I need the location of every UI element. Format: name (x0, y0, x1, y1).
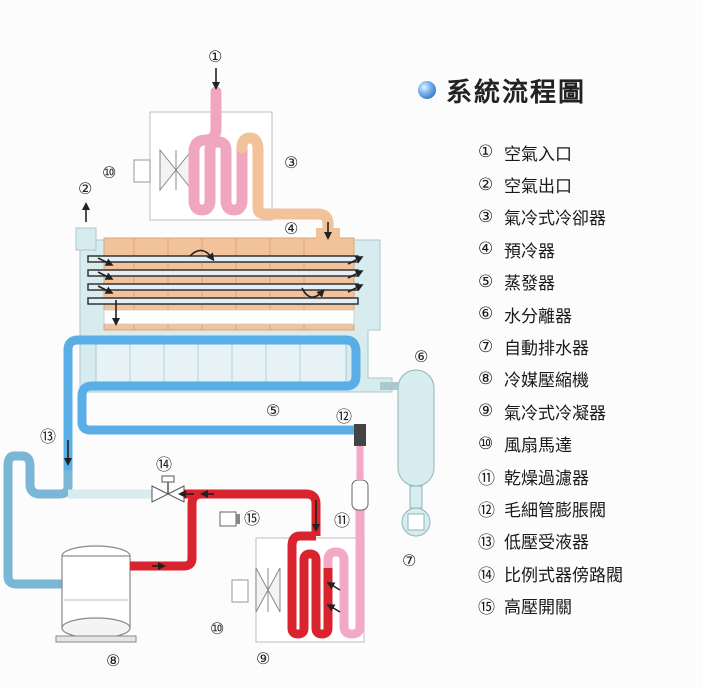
legend-item: ⑦ 自動排水器 (478, 330, 623, 362)
callout-9: ⑨ (256, 649, 270, 668)
component-legend: ① 空氣入口 ② 空氣出口 ③ 氣冷式冷卻器 ④ 預冷器 ⑤ 蒸發器 ⑥ 水分離器 ⑦ 自動排… (478, 136, 623, 622)
callout-13: ⑬ (40, 427, 56, 446)
legend-number: ⑭ (478, 565, 495, 586)
legend-item: ⑮ 高壓開關 (478, 589, 623, 621)
cooler-to-precooler-pipe (236, 132, 334, 244)
callout-labels: ① ② ③ ④ ⑤ ⑥ ⑦ ⑧ ⑨ ⑩ ⑩ ⑪ ⑫ ⑬ ⑭ ⑮ (40, 47, 428, 670)
legend-number: ⑧ (478, 368, 494, 389)
legend-item: ① 空氣入口 (478, 136, 623, 168)
legend-number: ⑪ (478, 468, 495, 489)
evaporator-refrigerant-loop (63, 335, 361, 470)
legend-item: ⑨ 氣冷式冷凝器 (478, 395, 623, 427)
callout-10a: ⑩ (102, 163, 116, 182)
refrigerant-compressor (55, 545, 137, 643)
legend-item: ⑧ 冷媒壓縮機 (478, 363, 623, 395)
legend-number: ③ (478, 206, 494, 227)
callout-5: ⑤ (266, 401, 280, 420)
legend-item: ③ 氣冷式冷卻器 (478, 201, 623, 233)
title-bullet-icon (418, 81, 436, 99)
bypass-valve-icon (151, 475, 185, 503)
legend-label: 高壓開關 (504, 598, 572, 619)
callout-14: ⑭ (156, 455, 172, 474)
legend-label: 水分離器 (504, 306, 572, 327)
callout-7: ⑦ (402, 551, 416, 570)
legend-label: 風扇馬達 (504, 436, 572, 457)
legend-number: ① (478, 142, 494, 163)
diagram-title: 系統流程圖 (418, 72, 586, 108)
legend-label: 低壓受液器 (504, 533, 589, 554)
condenser-coil (287, 500, 365, 639)
hot-gas-discharge-line (130, 489, 321, 571)
evaporator-block (95, 341, 347, 383)
legend-label: 空氣入口 (504, 144, 572, 165)
air-inlet-pipe (188, 86, 248, 216)
callout-11: ⑪ (334, 511, 350, 530)
legend-number: ⑮ (478, 598, 495, 619)
legend-number: ④ (478, 239, 494, 260)
legend-number: ⑫ (478, 500, 495, 521)
legend-label: 毛細管膨脹閥 (504, 500, 606, 521)
dryer-filter (351, 479, 369, 511)
legend-number: ⑬ (478, 533, 495, 554)
legend-number: ⑥ (478, 304, 494, 325)
page-title: 系統流程圖 (446, 77, 587, 108)
legend-item: ④ 預冷器 (478, 233, 623, 265)
legend-label: 預冷器 (504, 241, 555, 262)
legend-label: 氣冷式冷卻器 (504, 209, 606, 230)
low-pressure-receiver (3, 451, 73, 589)
legend-number: ⑨ (478, 401, 494, 422)
legend-number: ⑤ (478, 271, 494, 292)
legend-item: ⑥ 水分離器 (478, 298, 623, 330)
precooler-tube-bundle (87, 255, 359, 305)
legend-item: ② 空氣出口 (478, 168, 623, 200)
legend-item: ⑤ 蒸發器 (478, 266, 623, 298)
water-separator (397, 369, 435, 509)
flow-arrows (64, 68, 364, 613)
legend-label: 比例式器傍路閥 (504, 565, 623, 586)
legend-label: 冷媒壓縮機 (504, 371, 589, 392)
legend-item: ⑭ 比例式器傍路閥 (478, 557, 623, 589)
legend-label: 氣冷式冷凝器 (504, 403, 606, 424)
legend-item: ⑫ 毛細管膨脹閥 (478, 492, 623, 524)
callout-3: ③ (284, 153, 298, 172)
callout-12: ⑫ (336, 407, 352, 426)
legend-label: 空氣出口 (504, 177, 572, 198)
legend-item: ⑩ 風扇馬達 (478, 428, 623, 460)
legend-label: 自動排水器 (504, 339, 589, 360)
legend-item: ⑪ 乾燥過濾器 (478, 460, 623, 492)
callout-6: ⑥ (414, 347, 428, 366)
auto-drain (401, 507, 431, 537)
callout-8: ⑧ (106, 651, 120, 670)
callout-1: ① (208, 47, 222, 66)
legend-item: ⑬ 低壓受液器 (478, 525, 623, 557)
legend-label: 蒸發器 (504, 274, 555, 295)
callout-10b: ⑩ (210, 619, 224, 638)
callout-4: ④ (284, 219, 298, 238)
callout-15: ⑮ (244, 509, 260, 528)
condenser-fan-icon (231, 567, 281, 613)
callout-2: ② (78, 179, 92, 198)
high-pressure-switch-icon (219, 511, 240, 527)
legend-number: ⑩ (478, 433, 494, 454)
legend-number: ② (478, 174, 494, 195)
legend-label: 乾燥過濾器 (504, 468, 589, 489)
capillary-expansion-valve (354, 424, 366, 480)
legend-number: ⑦ (478, 336, 494, 357)
